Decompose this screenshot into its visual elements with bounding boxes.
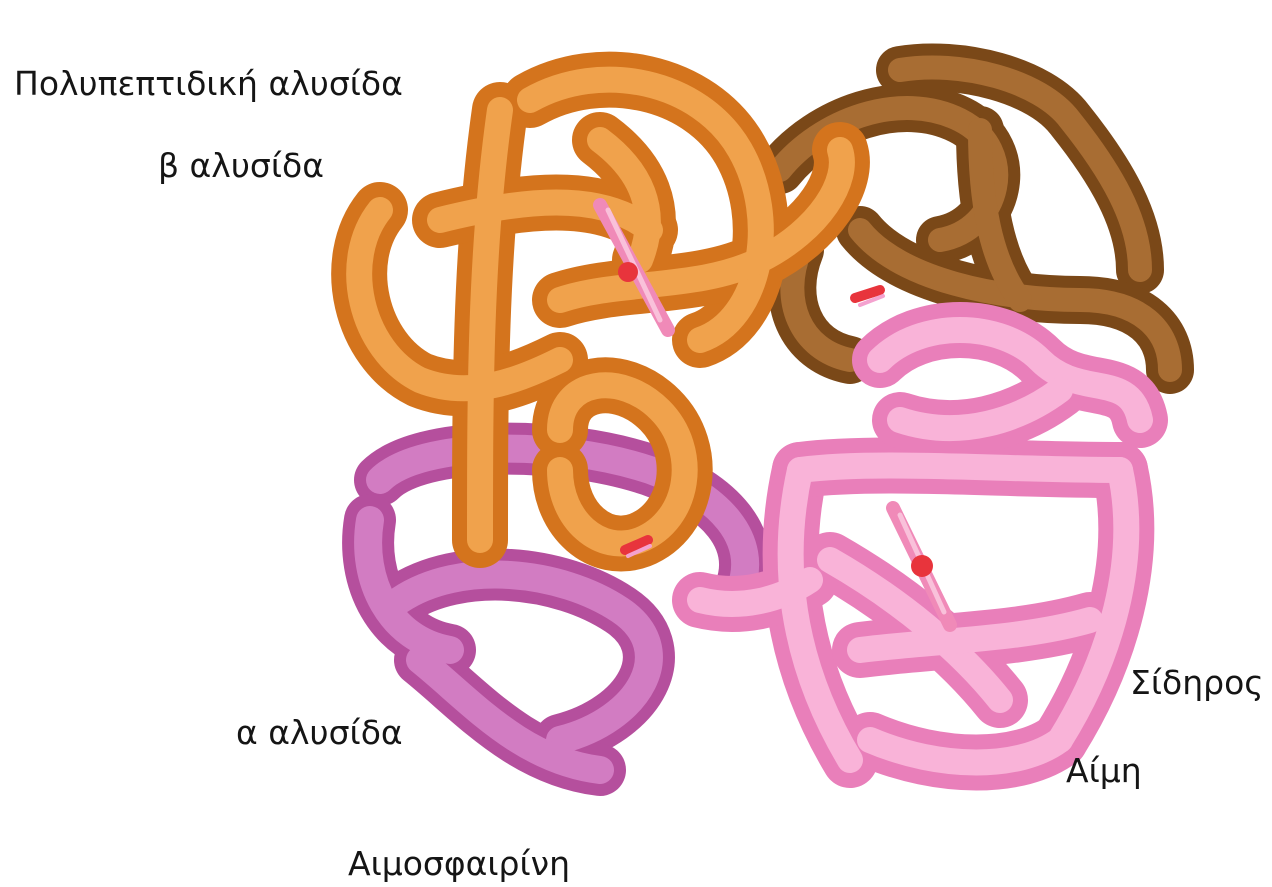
heme-label: Αίμη: [1066, 751, 1142, 791]
alpha-chain-front: [700, 330, 1140, 763]
iron-label: Σίδηρος: [1130, 663, 1264, 703]
iron-atom-beta: [618, 262, 638, 282]
alpha-chain-label: α αλυσίδα: [236, 713, 403, 753]
beta-chain-label: β αλυσίδα: [158, 146, 324, 186]
hemoglobin-title: Αιμοσφαιρίνη: [348, 844, 570, 884]
iron-atom-alpha: [911, 555, 933, 577]
polypeptide-chain-label: Πολυπεπτιδική αλυσίδα: [14, 64, 403, 104]
